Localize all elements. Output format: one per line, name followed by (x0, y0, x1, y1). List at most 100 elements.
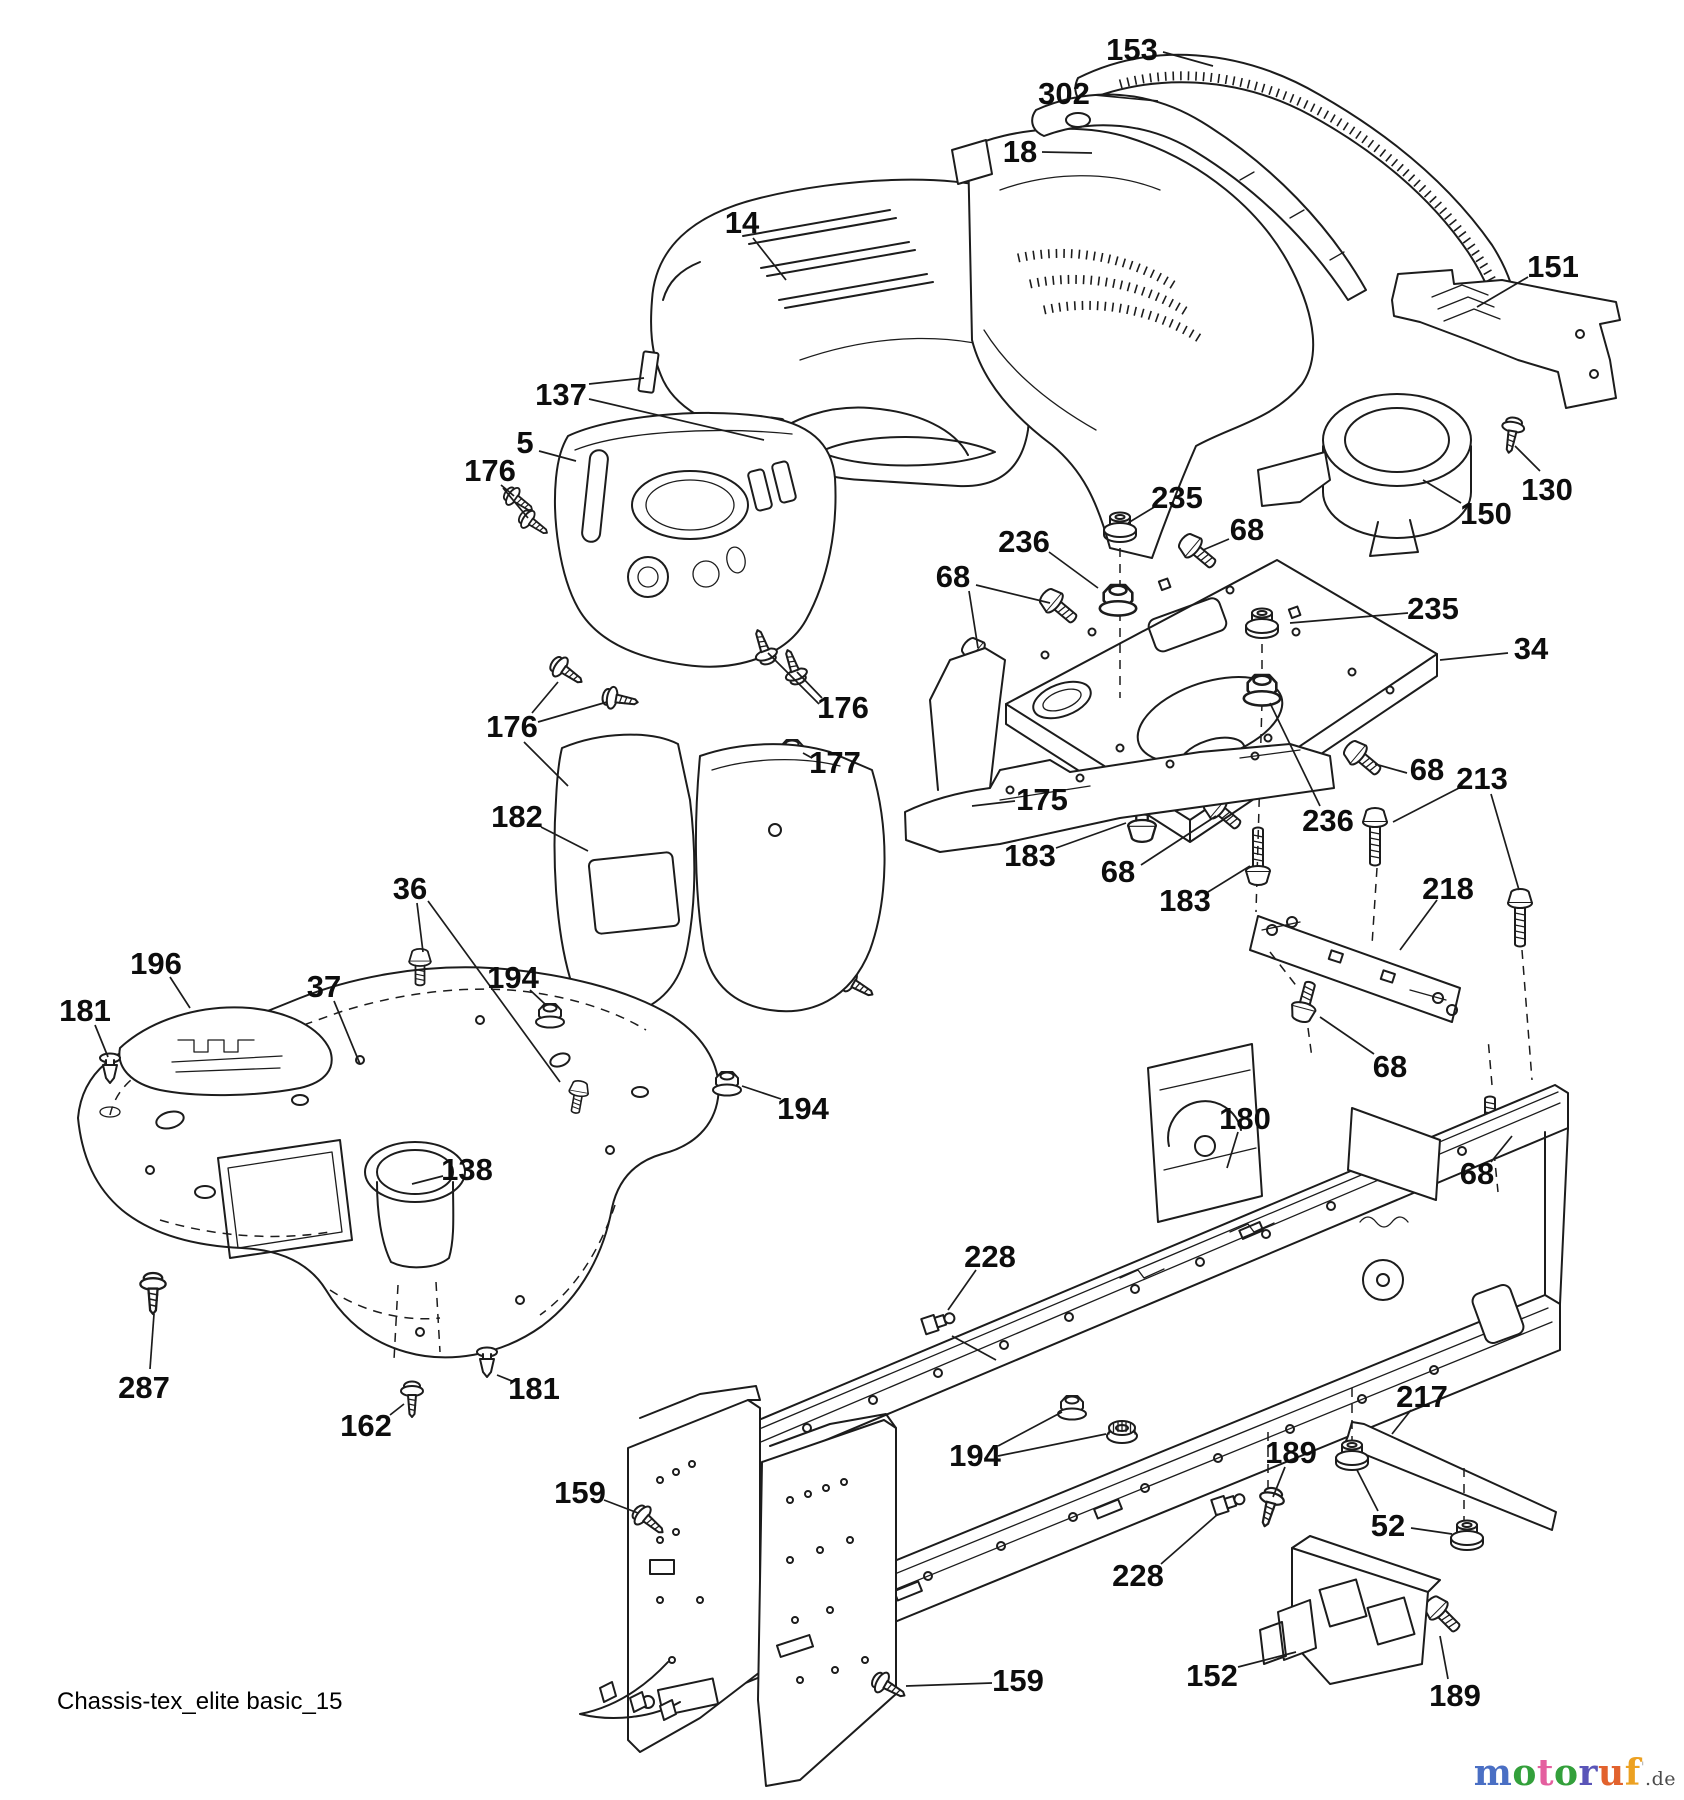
part-number-label: 218 (1422, 871, 1474, 906)
part-number-label: 68 (1410, 752, 1444, 787)
part-number-label: 68 (1101, 854, 1135, 889)
part-number-label: 228 (1112, 1558, 1164, 1593)
leader-line (975, 584, 1051, 604)
part-number-label: 18 (1003, 134, 1037, 169)
leader-line (1399, 899, 1438, 951)
leader-line (1226, 1131, 1239, 1169)
leader-line (1374, 763, 1408, 774)
motoruf-watermark: motoruf'.de (1474, 1752, 1676, 1794)
leader-line (796, 671, 823, 699)
leader-line (1127, 505, 1157, 524)
leader-line (1202, 538, 1230, 551)
leader-line (1140, 815, 1217, 866)
watermark-letter: r (1578, 1752, 1598, 1794)
diagram-artwork (77, 53, 1621, 1787)
part-number-label: 5 (516, 425, 533, 460)
frame-front-tower (579, 1385, 897, 1787)
watermark-letter: o (1512, 1752, 1537, 1794)
watermark-letter: f (1624, 1752, 1641, 1794)
part-number-label: 302 (1038, 76, 1090, 111)
part-number-label: 68 (1230, 512, 1264, 547)
leader-line (523, 741, 569, 787)
part-number-label: 137 (535, 377, 587, 412)
leader-line (1514, 445, 1541, 472)
leader-line (968, 590, 979, 649)
leader-line (1391, 1409, 1412, 1435)
part-number-label: 34 (1514, 631, 1549, 666)
leader-line (1162, 51, 1214, 67)
leader-line (1048, 551, 1099, 589)
diagram-footer-text: Chassis-tex_elite basic_15 (57, 1688, 343, 1715)
part-number-label: 235 (1407, 591, 1459, 626)
rear-plate-part (1249, 915, 1503, 1193)
support-bracket-part (1391, 269, 1621, 456)
watermark-letter: o (1554, 1752, 1579, 1794)
part-number-label: 196 (130, 946, 182, 981)
leader-line (1439, 652, 1509, 661)
leader-line (416, 902, 424, 953)
part-number-label: 236 (998, 524, 1050, 559)
leader-line (997, 1433, 1107, 1457)
part-number-label: 287 (118, 1370, 170, 1405)
part-number-label: 183 (1159, 883, 1211, 918)
leader-line (1094, 94, 1159, 102)
part-number-label: 14 (725, 205, 760, 240)
leader-line (1272, 1466, 1286, 1498)
part-number-label: 159 (992, 1663, 1044, 1698)
grille-panel-part (951, 127, 1315, 559)
leader-line (767, 652, 820, 705)
leader-line (1439, 1635, 1449, 1680)
leader-line (588, 377, 645, 385)
leader-line (389, 1403, 405, 1416)
leader-line (500, 484, 515, 497)
part-number-label: 162 (340, 1408, 392, 1443)
leader-line (169, 976, 191, 1009)
fender-deck-part (77, 948, 742, 1418)
leader-line (951, 1335, 997, 1361)
part-number-label: 235 (1151, 480, 1203, 515)
leader-line (540, 826, 589, 852)
part-number-label: 150 (1460, 496, 1512, 531)
part-number-label: 176 (486, 709, 538, 744)
leader-line (1041, 151, 1093, 154)
leader-line (333, 1000, 361, 1065)
dash-mount-plate-part (1005, 511, 1438, 913)
part-number-label: 236 (1302, 803, 1354, 838)
leader-line (1055, 822, 1127, 849)
part-number-label: 189 (1429, 1678, 1481, 1713)
part-number-label: 151 (1527, 249, 1579, 284)
part-number-label: 36 (393, 871, 427, 906)
leader-lines (94, 51, 1541, 1687)
part-number-label: 37 (307, 969, 341, 1004)
leader-line (538, 450, 577, 462)
part-number-label: 228 (964, 1239, 1016, 1274)
part-number-label: 52 (1371, 1508, 1405, 1543)
leader-line (427, 900, 561, 1083)
leader-line (603, 1499, 639, 1514)
leader-line (94, 1024, 109, 1058)
part-number-label: 213 (1456, 761, 1508, 796)
leader-line (1207, 865, 1251, 893)
leader-line (905, 1682, 993, 1687)
part-number-label: 68 (1373, 1049, 1407, 1084)
leader-line (537, 701, 608, 723)
watermark-letter: t (1536, 1752, 1555, 1794)
leader-line (997, 1411, 1063, 1447)
part-number-label: 194 (487, 960, 539, 995)
leader-line (529, 989, 547, 1006)
leader-line (1160, 1513, 1219, 1565)
leader-line (149, 1313, 155, 1370)
part-number-label: 180 (1219, 1101, 1271, 1136)
part-number-label: 68 (936, 559, 970, 594)
part-number-label: 181 (59, 993, 111, 1028)
lower-shield-parts (553, 733, 886, 1016)
leader-line (1237, 1651, 1297, 1668)
rear-hardware (627, 1308, 1557, 1707)
part-number-label: 194 (949, 1438, 1001, 1473)
part-number-label: 217 (1396, 1379, 1448, 1414)
leader-line (531, 681, 559, 714)
leader-line (1392, 787, 1460, 823)
part-number-label: 176 (817, 690, 869, 725)
